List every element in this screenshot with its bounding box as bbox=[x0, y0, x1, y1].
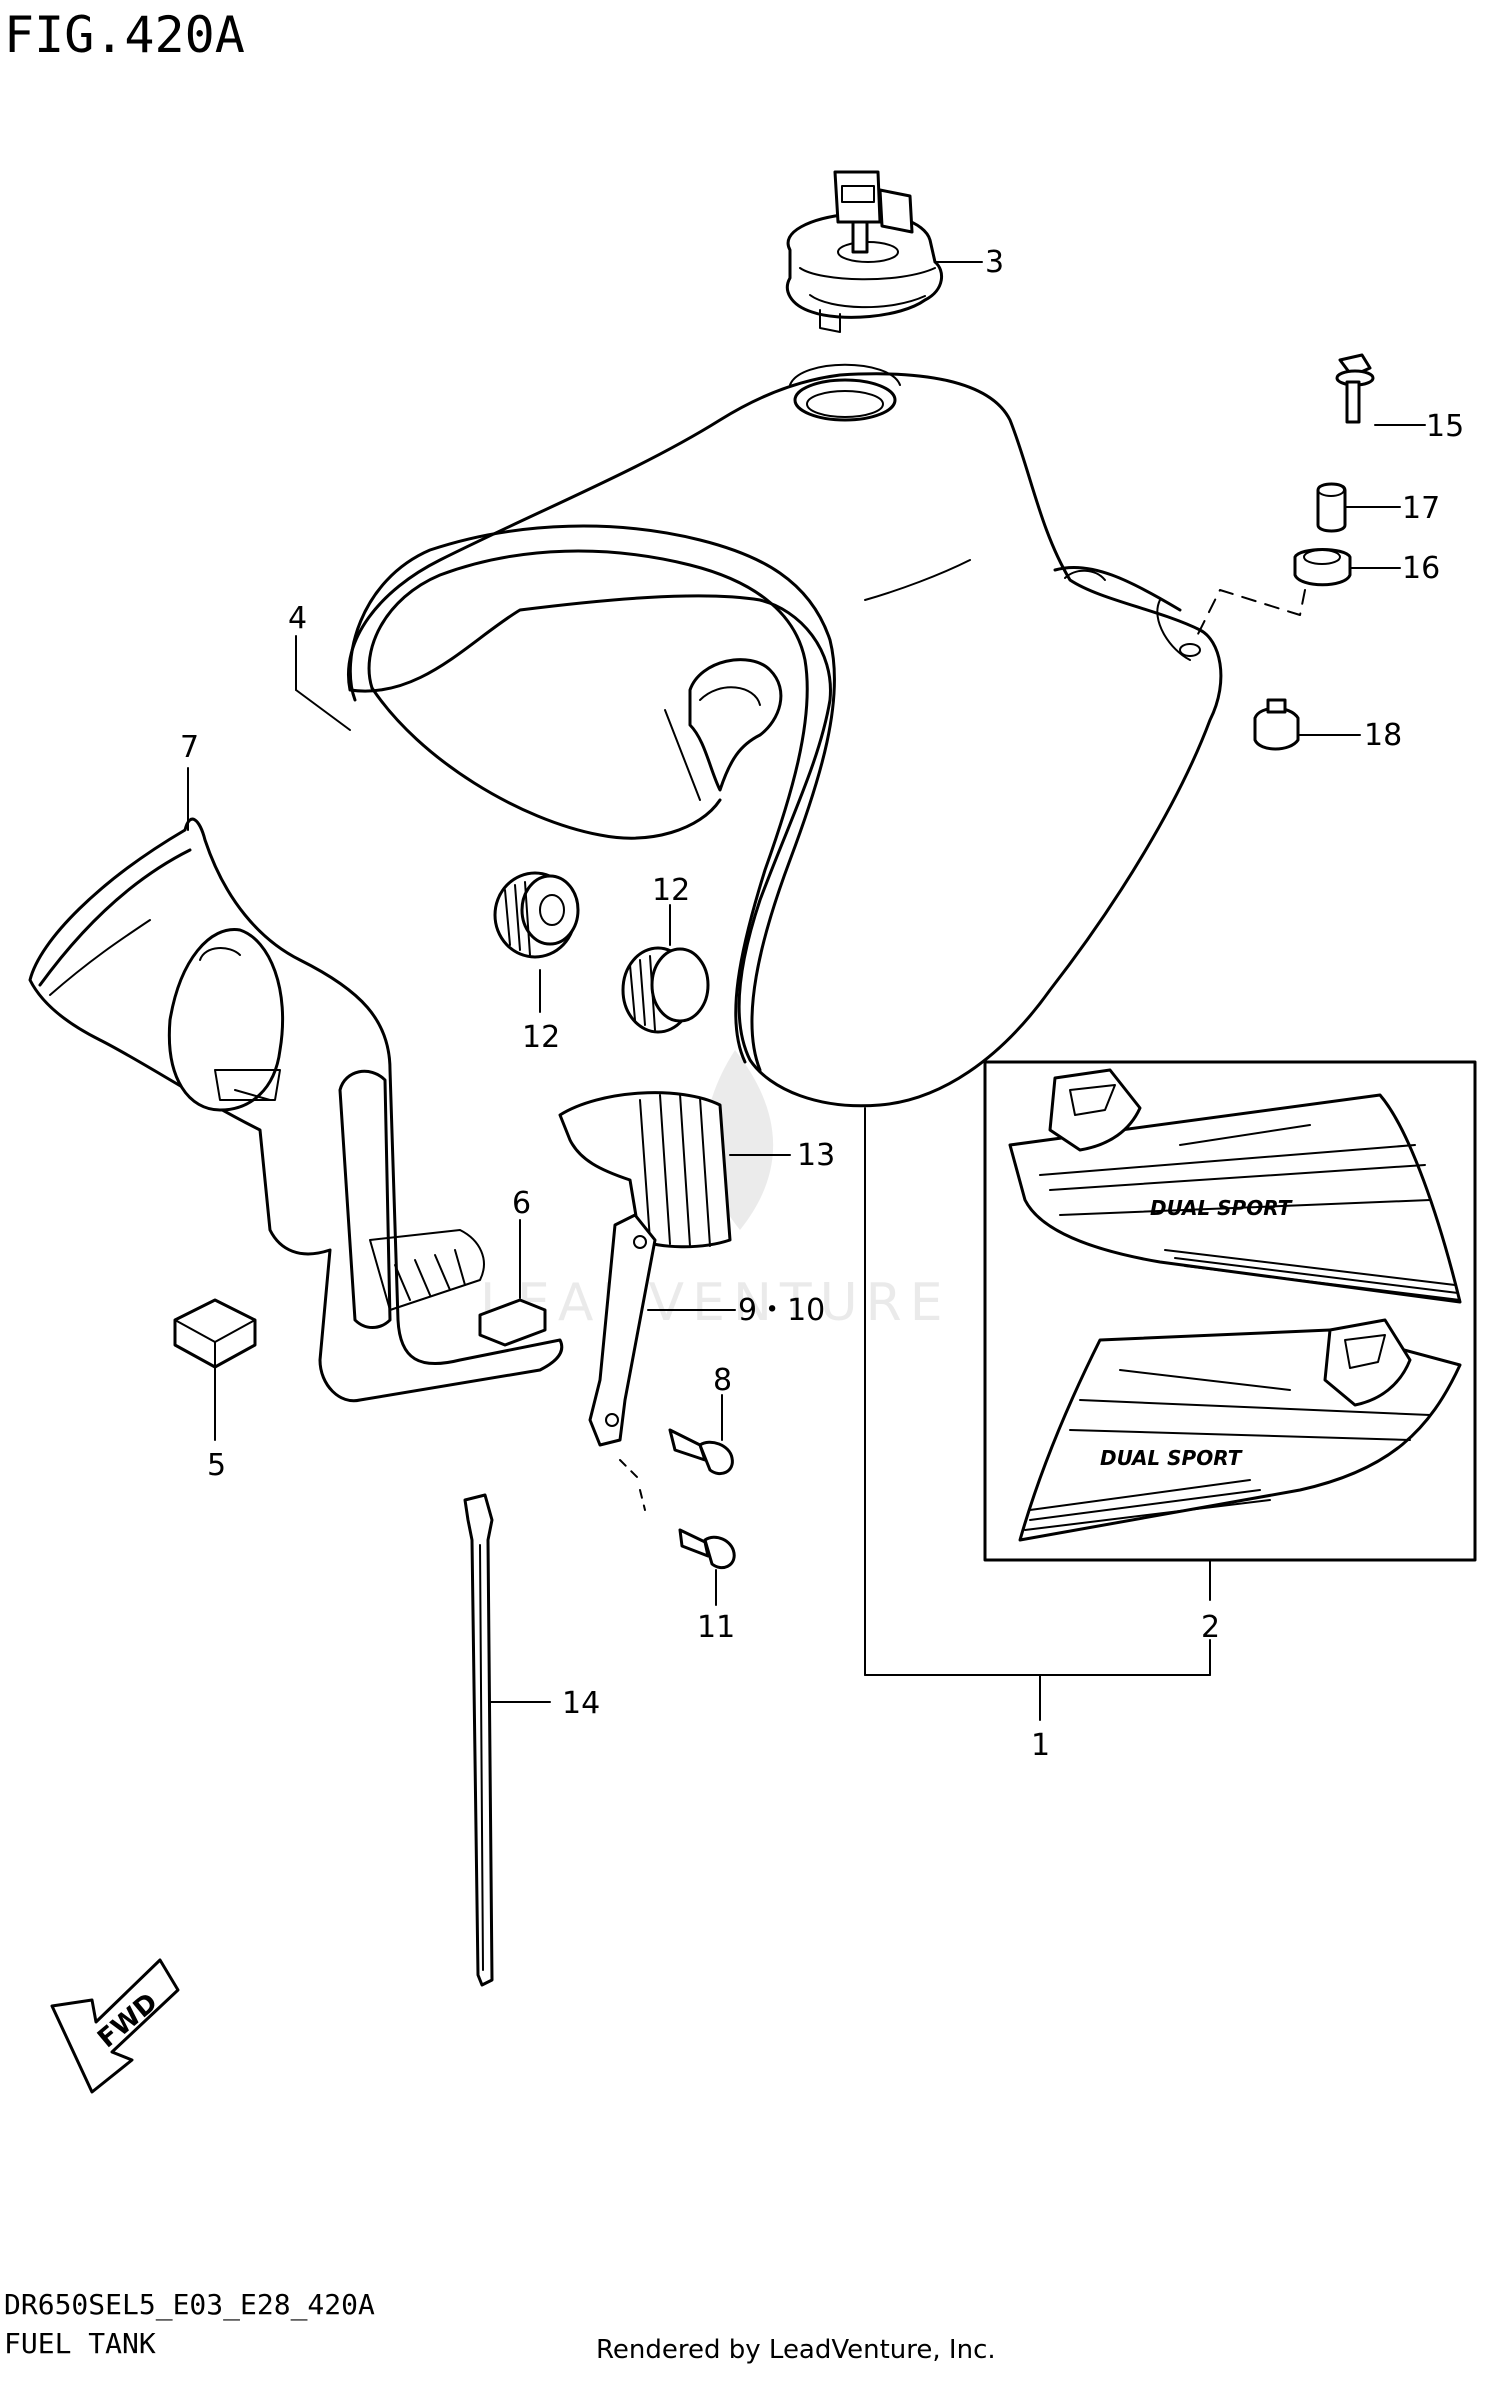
figure-name: FUEL TANK bbox=[4, 2327, 156, 2360]
grommet-upper-part bbox=[493, 871, 580, 1013]
callout-9-10: 9・10 bbox=[738, 1293, 825, 1328]
decal-upper-text: DUAL SPORT bbox=[1150, 1196, 1293, 1220]
callout-1: 1 bbox=[1031, 1728, 1050, 1763]
cushion-strip-part bbox=[558, 1091, 791, 1249]
callout-6: 6 bbox=[512, 1186, 531, 1221]
bolt-11-part bbox=[678, 1528, 736, 1606]
watermark-text: LEADVENTURE bbox=[480, 1273, 951, 1333]
grommet-18-part bbox=[1253, 698, 1361, 751]
callout-14: 14 bbox=[562, 1686, 600, 1721]
grommet-lower-part bbox=[621, 904, 710, 1034]
callout-11: 11 bbox=[697, 1610, 735, 1645]
callout-17: 17 bbox=[1402, 491, 1440, 526]
cable-tie-part bbox=[463, 1493, 551, 1987]
group-bracket bbox=[864, 1107, 1211, 1721]
fwd-arrow-icon bbox=[50, 1958, 180, 2094]
decal-set-part: DUAL SPORT DUAL SPORT bbox=[983, 1060, 1477, 1562]
callout-2: 2 bbox=[1201, 1610, 1220, 1645]
callout-15: 15 bbox=[1426, 409, 1464, 444]
leader-lines bbox=[187, 635, 351, 831]
figure-title: FIG.420A bbox=[4, 6, 245, 64]
callout-4: 4 bbox=[288, 601, 307, 636]
callout-12-upper: 12 bbox=[652, 873, 690, 908]
bolt-15-part bbox=[1335, 353, 1426, 426]
bolt-8-part bbox=[668, 1394, 734, 1475]
fuel-tank-part bbox=[347, 363, 1223, 1108]
cushion-block-part bbox=[173, 1298, 257, 1441]
callout-16: 16 bbox=[1402, 551, 1440, 586]
cushion-pad-part bbox=[478, 1219, 547, 1347]
fuel-cap-part bbox=[785, 170, 983, 333]
callout-13: 13 bbox=[797, 1138, 835, 1173]
collar-17-part bbox=[1316, 482, 1401, 533]
figure-code: DR650SEL5_E03_E28_420A bbox=[4, 2288, 375, 2322]
decal-lower-text: DUAL SPORT bbox=[1100, 1446, 1243, 1470]
grommet-16-part bbox=[1194, 548, 1401, 641]
tank-cover-part bbox=[28, 817, 564, 1403]
fwd-arrow: FWD bbox=[50, 1958, 180, 2094]
callout-7: 7 bbox=[180, 730, 199, 765]
render-credit: Rendered by LeadVenture, Inc. bbox=[596, 2335, 996, 2365]
callouts: 1 2 3 4 5 6 7 8 9・10 11 12 12 13 14 15 1… bbox=[180, 245, 1464, 1763]
callout-8: 8 bbox=[713, 1363, 732, 1398]
tank-bracket-part bbox=[588, 1213, 736, 1511]
callout-5: 5 bbox=[207, 1448, 226, 1483]
callout-3: 3 bbox=[985, 245, 1004, 280]
callout-18: 18 bbox=[1364, 718, 1402, 753]
callout-12-lower: 12 bbox=[522, 1020, 560, 1055]
